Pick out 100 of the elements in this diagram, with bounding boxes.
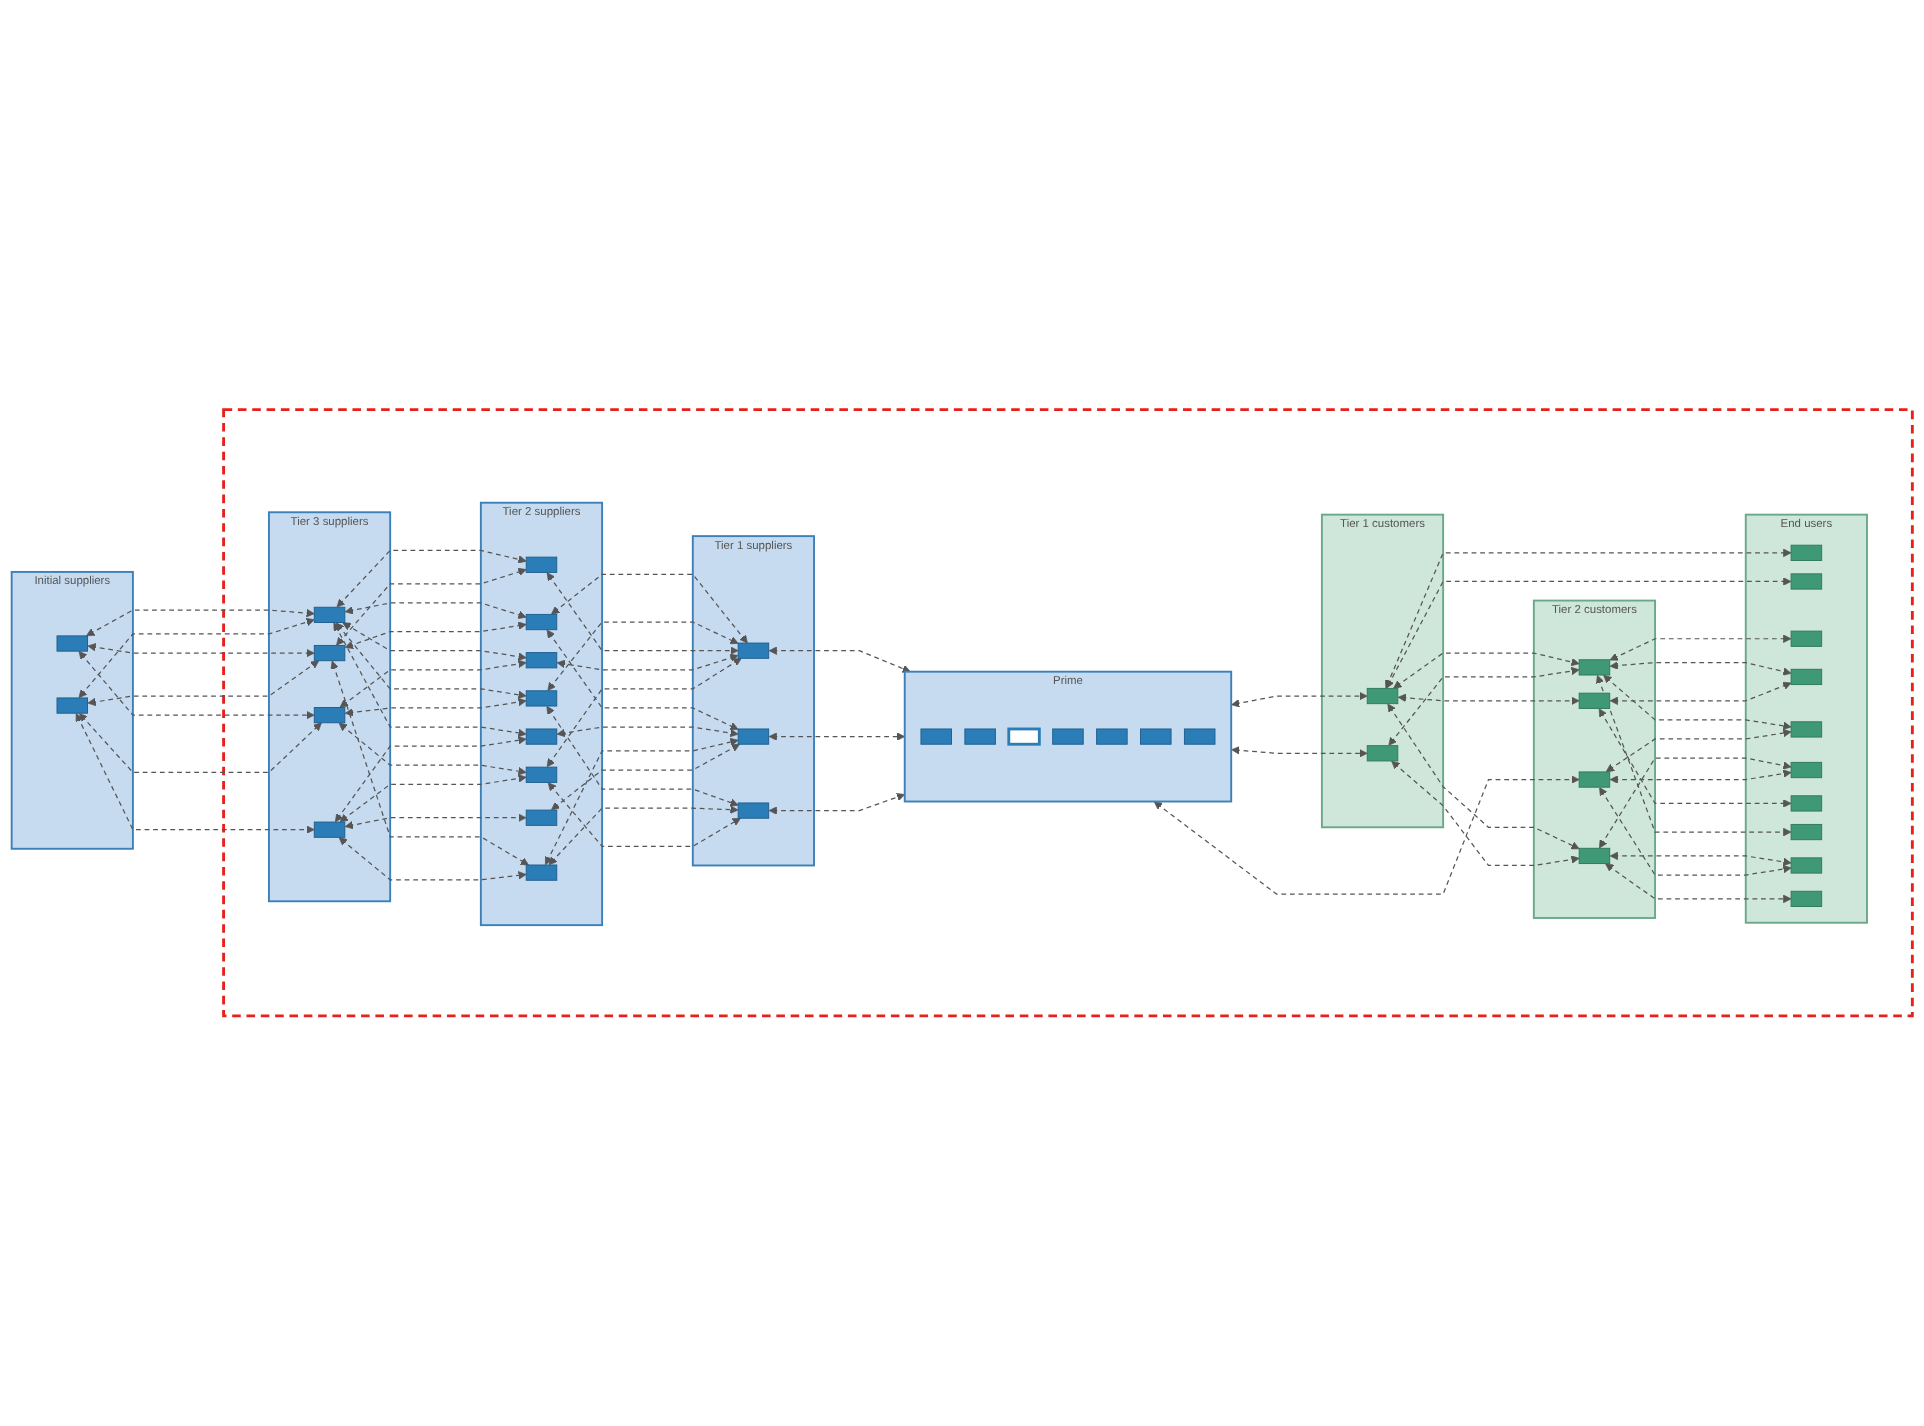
arrow [339, 774, 527, 823]
arrow [1385, 548, 1792, 689]
node-box [525, 690, 558, 707]
arrow [1609, 634, 1792, 661]
node-box [1366, 745, 1399, 762]
arrow [1603, 675, 1792, 731]
node-box [737, 802, 770, 819]
cluster [222, 408, 1914, 1018]
node-box [56, 697, 89, 714]
arrow [344, 698, 527, 717]
arrow [1386, 577, 1792, 689]
arrow [338, 837, 527, 881]
arrow [556, 726, 739, 738]
arrow [1598, 708, 1792, 808]
arrow [1388, 667, 1580, 746]
node-box [313, 707, 346, 724]
arrow [79, 713, 322, 774]
arrow [338, 722, 527, 776]
arrow [1397, 693, 1580, 706]
arrow [344, 813, 527, 830]
arrow [75, 713, 315, 835]
arrow [334, 736, 527, 823]
node-box [525, 809, 558, 827]
arrow [1599, 787, 1792, 876]
arrow [547, 782, 741, 848]
arrow [546, 572, 739, 656]
node-box [1578, 848, 1611, 865]
node-box [1790, 795, 1823, 812]
arrow [1609, 682, 1792, 706]
node-box [964, 728, 996, 745]
node-box [1183, 728, 1216, 745]
arrow [1391, 761, 1580, 867]
arrow [1231, 746, 1368, 758]
node-box [525, 614, 558, 631]
arrow [768, 732, 906, 742]
arrow [339, 659, 527, 708]
arrow [1609, 661, 1792, 676]
node-box [1790, 857, 1823, 874]
node-box [1790, 762, 1823, 779]
node-box [1140, 728, 1172, 745]
node-box [525, 766, 558, 784]
arrow [551, 573, 748, 644]
arrow [546, 629, 739, 731]
node-box [56, 635, 89, 652]
arrow [548, 805, 739, 866]
arrow [551, 744, 740, 811]
arrow [1605, 729, 1792, 773]
node-box [525, 556, 558, 574]
node-box [1790, 721, 1823, 738]
arrow [1609, 852, 1792, 867]
node-box [525, 864, 558, 881]
arrow [1605, 863, 1792, 904]
node-box [313, 645, 346, 662]
arrow [333, 622, 527, 738]
arrow [78, 618, 315, 699]
arrow [86, 609, 315, 637]
arrow [545, 738, 739, 866]
node-box [737, 642, 770, 660]
arrow [1231, 692, 1368, 708]
arrow [344, 621, 527, 650]
arrow [335, 622, 527, 700]
arrow [1387, 703, 1580, 850]
arrow [1393, 652, 1580, 689]
node-box [1790, 573, 1823, 590]
arrow [556, 654, 739, 671]
arrow [768, 646, 911, 673]
arrow [768, 793, 906, 816]
node-box [1052, 728, 1084, 745]
arrow [87, 660, 320, 707]
arrow [336, 568, 527, 646]
node-box [1578, 692, 1611, 710]
arrow [547, 621, 739, 692]
arrow [1153, 775, 1580, 895]
node-box [525, 728, 558, 745]
arrow [78, 651, 315, 720]
arrow [87, 643, 315, 658]
node-box [313, 821, 346, 839]
arrow [1609, 769, 1792, 784]
node-box [920, 728, 952, 745]
node-box [1790, 824, 1823, 841]
arrow [546, 658, 742, 768]
arrow [1599, 757, 1792, 849]
arrow [1596, 675, 1792, 837]
node-box [1578, 771, 1611, 788]
arrow [342, 622, 527, 662]
arrow [336, 550, 527, 608]
node-box [1366, 688, 1399, 705]
node-box [313, 607, 346, 624]
node-box [1578, 659, 1611, 676]
node-box [1790, 544, 1823, 562]
arrow [330, 660, 529, 866]
arrow [344, 602, 527, 620]
node-box [525, 652, 558, 669]
node-box [1096, 728, 1128, 745]
node-box [1790, 669, 1823, 686]
node-box [1790, 630, 1823, 648]
node-box [1007, 727, 1041, 746]
arrow [546, 706, 739, 807]
node-box [737, 728, 770, 745]
node-box [1790, 891, 1823, 908]
